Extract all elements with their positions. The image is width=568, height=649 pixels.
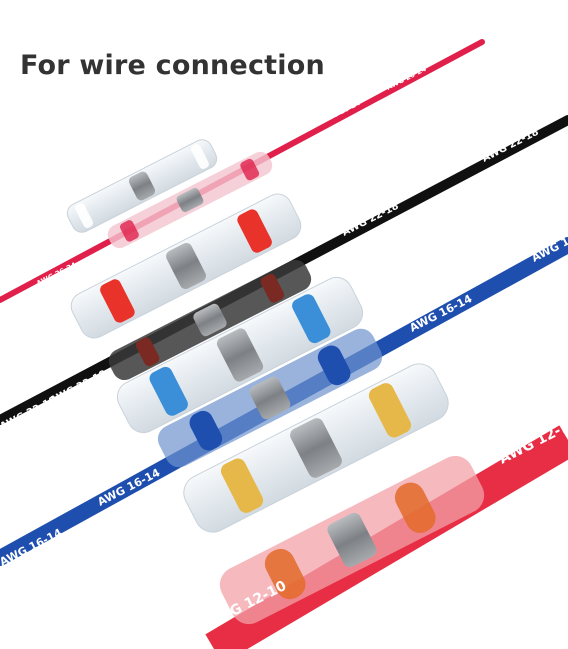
wire-label: AWG 22-18: [480, 127, 540, 165]
wire-red-thick: AWG 12-10 AWG 12-10: [183, 363, 568, 649]
wire-label: AWG 16-14: [95, 466, 162, 509]
wire-red-thick-junction: [219, 455, 485, 625]
headline: For wire connection: [20, 50, 325, 81]
connector-blue: [116, 276, 364, 434]
wire-red-thin: AWG 26-24 AWG 26-24 AWG 26-24 AWG 26-24: [0, 39, 485, 303]
connector-red: [70, 193, 302, 339]
wire-label: AWG 22-18: [340, 201, 400, 239]
wire-red-thin-junction: [107, 151, 273, 249]
wire-blue: AWG 16-14 AWG 16-14 AWG 16-14 AWG 16-14: [0, 222, 568, 569]
connector-yellow: [183, 363, 449, 533]
wire-label: AWG 16-14: [407, 292, 474, 335]
wire-black-junction: [108, 259, 312, 381]
wire-blue-junction: [157, 328, 383, 468]
wire-label: AWG 26-24: [385, 65, 427, 92]
connector-white-small: [66, 139, 218, 233]
